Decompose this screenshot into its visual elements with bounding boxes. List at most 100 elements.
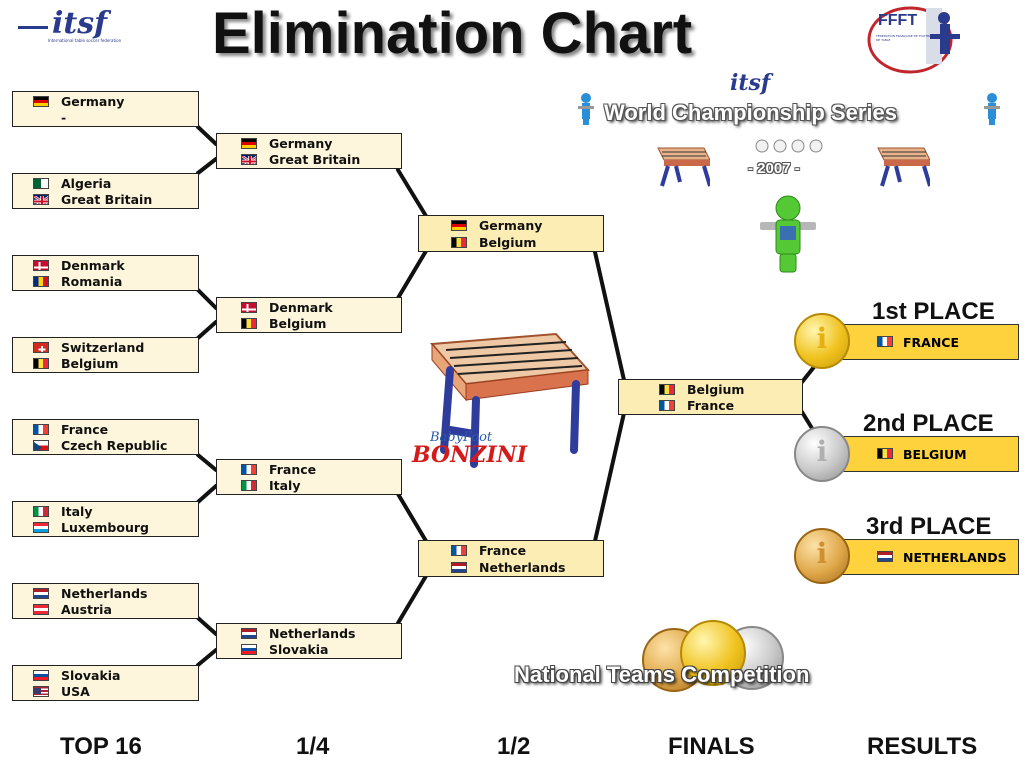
semi-match-1: Germany Belgium xyxy=(418,215,604,252)
column-label-top16: TOP 16 xyxy=(60,733,142,760)
team-name: NETHERLANDS xyxy=(903,550,1007,565)
team-name: Italy xyxy=(61,504,93,519)
algeria-flag-icon xyxy=(33,178,49,189)
semi-match-2: France Netherlands xyxy=(418,540,604,577)
top16-match-4: Switzerland Belgium xyxy=(12,337,199,373)
team-name: - xyxy=(61,110,67,125)
quarter-match-3: France Italy xyxy=(216,459,402,495)
germany-flag-icon xyxy=(451,220,467,231)
netherlands-flag-icon xyxy=(877,551,893,562)
itsf-logo: itsf International table soccer federati… xyxy=(18,6,178,46)
top16-match-1: Germany - xyxy=(12,91,199,127)
series-title: World Championship Series xyxy=(604,100,897,125)
belgium-flag-icon xyxy=(659,384,675,395)
team-name: Netherlands xyxy=(269,626,356,641)
team-name: France xyxy=(479,543,527,558)
team-name: BELGIUM xyxy=(903,447,967,462)
great-britain-flag-icon xyxy=(241,154,257,165)
silver-medal-icon: i xyxy=(794,426,850,482)
foosball-table-icon xyxy=(874,140,932,192)
france-flag-icon xyxy=(659,400,675,411)
team-name: Slovakia xyxy=(61,668,121,683)
ffft-logo-tagline: FÉDÉRATION FRANÇAISE DE FOOTBALL DE TABL… xyxy=(876,34,935,42)
top16-match-2: Algeria Great Britain xyxy=(12,173,199,209)
team-name: Belgium xyxy=(269,316,327,331)
france-flag-icon xyxy=(241,464,257,475)
ffft-logo-text: FFFT xyxy=(878,12,918,29)
team-name: France xyxy=(61,422,109,437)
top16-match-6: Italy Luxembourg xyxy=(12,501,199,537)
foosball-player-icon xyxy=(578,92,594,126)
team-name: Algeria xyxy=(61,176,112,191)
usa-flag-icon xyxy=(33,686,49,697)
itsf-logo-tagline: International table soccer federation xyxy=(48,38,122,43)
belgium-flag-icon xyxy=(33,358,49,369)
team-name: Luxembourg xyxy=(61,520,149,535)
foosball-player-icon xyxy=(984,92,1000,126)
team-name: Romania xyxy=(61,274,123,289)
team-name: USA xyxy=(61,684,90,699)
competition-title: National Teams Competition xyxy=(514,662,810,687)
bonzini-logo-line1: BabyFoot xyxy=(430,430,493,445)
column-label-results: RESULTS xyxy=(867,733,978,760)
team-name: France xyxy=(269,462,317,477)
team-name: Germany xyxy=(269,136,333,151)
top16-match-8: Slovakia USA xyxy=(12,665,199,701)
itsf-small-logo-text: itsf xyxy=(730,70,771,96)
bonzini-table-image xyxy=(426,330,592,474)
bonzini-logo-line2: BONZINI xyxy=(412,442,528,468)
third-place-title: 3rd PLACE xyxy=(866,513,992,540)
denmark-flag-icon xyxy=(241,302,257,313)
romania-flag-icon xyxy=(33,276,49,287)
itsf-logo-swoosh xyxy=(18,26,48,29)
slovakia-flag-icon xyxy=(241,644,257,655)
italy-flag-icon xyxy=(33,506,49,517)
ffft-logo-graphic xyxy=(867,6,960,74)
gold-medal-icon: i xyxy=(794,313,850,369)
belgium-flag-icon xyxy=(241,318,257,329)
czech-republic-flag-icon xyxy=(33,440,49,451)
france-flag-icon xyxy=(877,336,893,347)
second-place-title: 2nd PLACE xyxy=(863,410,994,437)
quarter-match-2: Denmark Belgium xyxy=(216,297,402,333)
itsf-small-logo: itsf xyxy=(730,70,770,96)
medals-group-icon xyxy=(640,620,790,700)
itsf-logo-text: itsf xyxy=(52,6,108,41)
team-name: Denmark xyxy=(61,258,125,273)
year-label: - 2007 - xyxy=(748,160,800,177)
gold-medal-icon xyxy=(680,620,746,686)
netherlands-flag-icon xyxy=(451,562,467,573)
top16-match-3: Denmark Romania xyxy=(12,255,199,291)
belgium-flag-icon xyxy=(451,237,467,248)
ffft-logo: FFFT FÉDÉRATION FRANÇAISE DE FOOTBALL DE… xyxy=(866,4,976,76)
third-place-result: NETHERLANDS xyxy=(838,539,1019,575)
team-name: Great Britain xyxy=(269,152,361,167)
top16-match-5: France Czech Republic xyxy=(12,419,199,455)
team-name: Netherlands xyxy=(479,560,566,575)
team-name: Great Britain xyxy=(61,192,153,207)
netherlands-flag-icon xyxy=(33,588,49,599)
quarter-match-1: Germany Great Britain xyxy=(216,133,402,169)
slovakia-flag-icon xyxy=(33,670,49,681)
luxembourg-flag-icon xyxy=(33,522,49,533)
second-place-result: BELGIUM xyxy=(838,436,1019,472)
foosball-table-icon xyxy=(654,140,712,192)
column-label-semi: 1/2 xyxy=(497,733,531,760)
team-name: Czech Republic xyxy=(61,438,168,453)
team-name: Germany xyxy=(479,218,543,233)
team-name: Belgium xyxy=(479,235,537,250)
team-name: France xyxy=(687,398,735,413)
quarter-match-4: Netherlands Slovakia xyxy=(216,623,402,659)
bonzini-logo: BabyFoot BONZINI xyxy=(412,430,528,468)
column-label-quarter: 1/4 xyxy=(296,733,330,760)
denmark-flag-icon xyxy=(33,260,49,271)
first-place-result: FRANCE xyxy=(838,324,1019,360)
top16-match-7: Netherlands Austria xyxy=(12,583,199,619)
column-label-finals: FINALS xyxy=(668,733,755,760)
france-flag-icon xyxy=(33,424,49,435)
germany-flag-icon xyxy=(33,96,49,107)
team-name: Slovakia xyxy=(269,642,329,657)
germany-flag-icon xyxy=(241,138,257,149)
team-name: Denmark xyxy=(269,300,333,315)
